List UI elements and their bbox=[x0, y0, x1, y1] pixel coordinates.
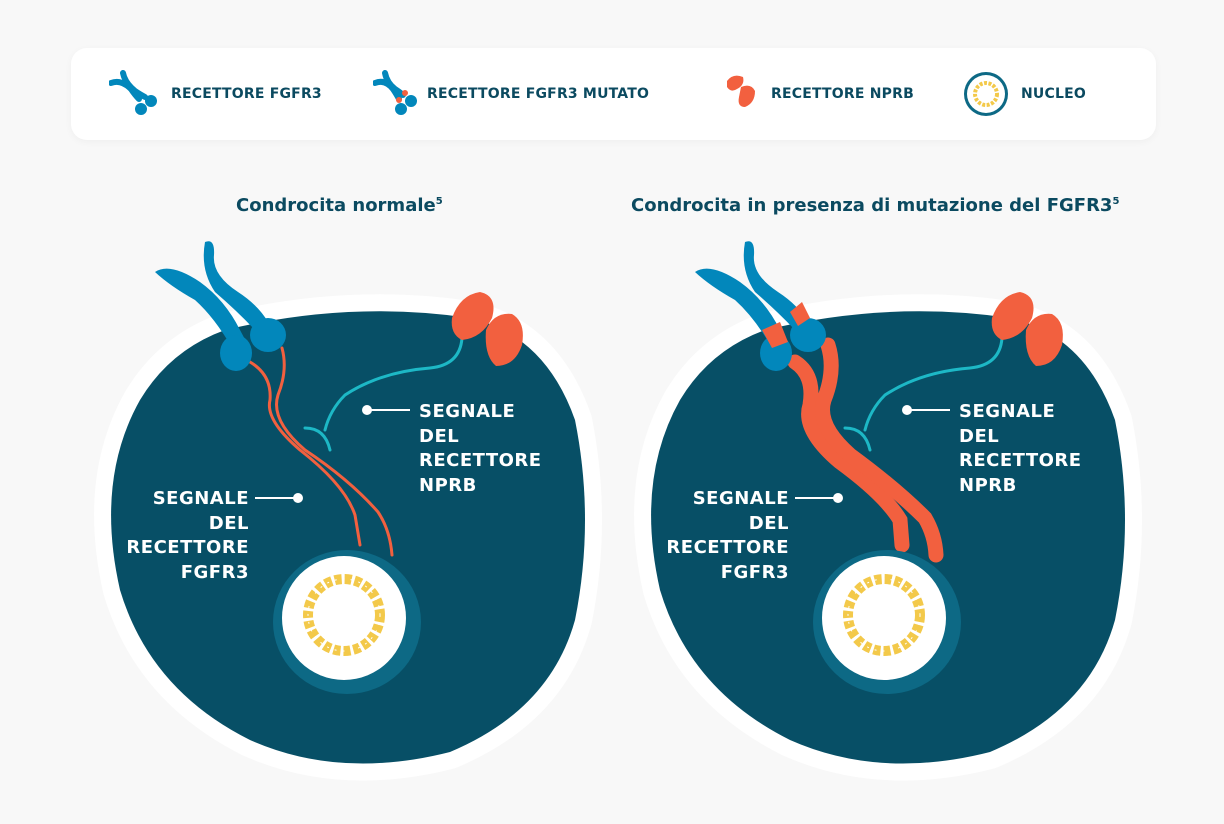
nprb-signal-path bbox=[303, 336, 464, 452]
nucleus bbox=[813, 550, 961, 694]
mutation-mark bbox=[790, 302, 810, 326]
label-line: SEGNALE bbox=[692, 488, 789, 509]
label-line: DEL bbox=[748, 512, 789, 534]
panel-title-mutation: Condrocita in presenza di mutazione del … bbox=[631, 195, 1119, 216]
legend-label: RECETTORE FGFR3 MUTATO bbox=[427, 86, 650, 102]
label-line: NPRB bbox=[959, 474, 1017, 496]
nprb-signal-label: SEGNALE DEL RECETTORE NPRB bbox=[959, 400, 1082, 498]
title-text: Condrocita in presenza di mutazione del … bbox=[631, 195, 1113, 216]
label-line: SEGNALE bbox=[959, 401, 1056, 422]
fgfr3-signal-label: SEGNALE DEL RECETTORE FGFR3 bbox=[666, 487, 789, 585]
nprb-receptor-icon bbox=[727, 75, 755, 107]
footnote-ref: 5 bbox=[435, 196, 443, 207]
mutated-chondrocyte bbox=[651, 241, 1125, 763]
label-line: DEL bbox=[959, 425, 1000, 447]
mutation-mark bbox=[762, 322, 788, 348]
fgfr3-signal-path bbox=[248, 346, 394, 557]
legend-label: RECETTORE NPRB bbox=[771, 86, 914, 102]
label-line: RECETTORE bbox=[126, 537, 249, 558]
label-line: SEGNALE bbox=[419, 401, 516, 422]
footnote-ref: 5 bbox=[1112, 196, 1120, 207]
label-line: RECETTORE bbox=[666, 537, 789, 558]
legend-item-nucleus: NUCLEO bbox=[961, 48, 1086, 140]
legend-item-mutated-fgfr3: RECETTORE FGFR3 MUTATO bbox=[373, 48, 649, 140]
nprb-signal-path bbox=[843, 336, 1004, 452]
legend: RECETTORE FGFR3 RECETTORE FGFR3 MUTATO R… bbox=[71, 48, 1156, 140]
fgfr3-signal-label: SEGNALE DEL RECETTORE FGFR3 bbox=[126, 487, 249, 585]
fgfr3-signal-path-amplified bbox=[787, 337, 944, 563]
label-line: FGFR3 bbox=[180, 561, 249, 583]
label-line: SEGNALE bbox=[152, 488, 249, 509]
mutated-fgfr3-receptor-icon bbox=[373, 70, 417, 115]
legend-label: NUCLEO bbox=[1021, 86, 1086, 102]
label-line: FGFR3 bbox=[720, 561, 789, 583]
fgfr3-receptor-icon bbox=[109, 70, 157, 115]
title-text: Condrocita normale bbox=[236, 195, 436, 216]
nprb-signal-label: SEGNALE DEL RECETTORE NPRB bbox=[419, 400, 542, 498]
legend-label: RECETTORE FGFR3 bbox=[171, 86, 322, 102]
label-line: NPRB bbox=[419, 474, 477, 496]
label-line: RECETTORE bbox=[419, 450, 542, 471]
label-line: DEL bbox=[419, 425, 460, 447]
panel-title-normal: Condrocita normale5 bbox=[236, 195, 443, 216]
legend-item-fgfr3: RECETTORE FGFR3 bbox=[109, 48, 322, 140]
label-line: DEL bbox=[208, 512, 249, 534]
normal-chondrocyte bbox=[111, 241, 585, 763]
nucleus bbox=[273, 550, 421, 694]
nucleus-icon bbox=[964, 72, 1008, 116]
label-line: RECETTORE bbox=[959, 450, 1082, 471]
legend-item-nprb: RECETTORE NPRB bbox=[721, 48, 914, 140]
